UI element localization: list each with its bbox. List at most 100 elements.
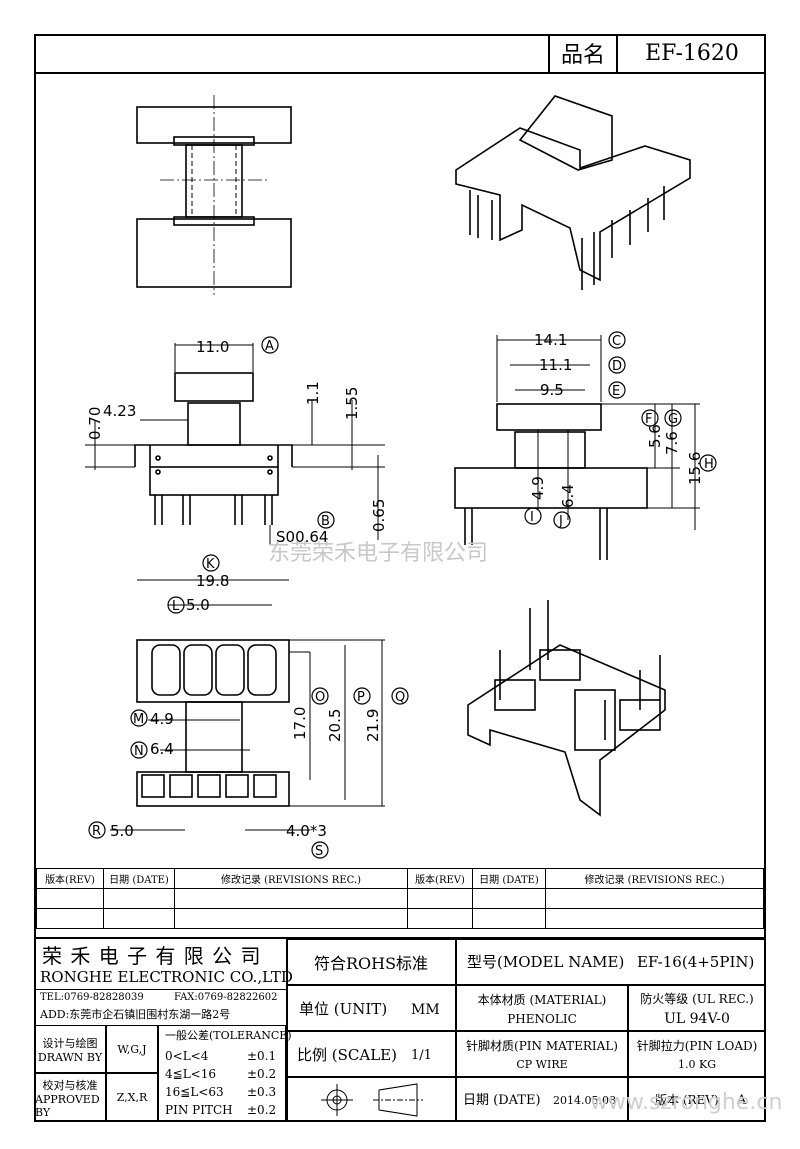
letter-E: E — [612, 384, 620, 399]
dim-K: 19.8 — [196, 572, 229, 590]
rev-col-1: 版本(REV) — [36, 868, 104, 889]
dim-E: 9.5 — [540, 381, 564, 399]
design-label: 设计与绘图 — [42, 1036, 98, 1050]
tol-range-3: PIN PITCH — [165, 1103, 233, 1117]
rev-col-5: 日期 (DATE) — [472, 868, 546, 889]
pin-material-label: 针脚材质(PIN MATERIAL) — [466, 1039, 618, 1053]
technical-drawing: 11.0 0.70 4.23 1.1 1.55 0.65 S00.64 14.1… — [85, 95, 717, 859]
dim-H: 15.6 — [686, 452, 704, 485]
company-fax: FAX:0769-82822602 — [174, 992, 278, 1003]
letter-R: R — [92, 824, 101, 839]
pin-load-label: 针脚拉力(PIN LOAD) — [636, 1039, 758, 1053]
letter-H: H — [704, 457, 714, 472]
part-name-box: 品名 EF-1620 — [548, 34, 766, 74]
company-name-en: RONGHE ELECTRONIC CO.,LTD — [40, 968, 293, 986]
dim-R: 5.0 — [110, 822, 134, 840]
dim-11: 1.1 — [304, 381, 322, 405]
dim-B: S00.64 — [276, 528, 328, 546]
unit-value: MM — [411, 1002, 440, 1018]
dim-S: 4.0*3 — [286, 822, 327, 840]
part-name-label: 品名 — [550, 34, 618, 72]
date-label: 日期 (DATE) — [463, 1093, 541, 1108]
revisions-table: 版本(REV) 日期 (DATE) 修改记录 (REVISIONS REC.) … — [36, 868, 764, 929]
dim-155: 1.55 — [343, 387, 361, 420]
fire-label: 防火等级 (UL REC.) — [640, 991, 754, 1006]
tol-val-1: ±0.2 — [247, 1067, 277, 1081]
model-value: EF-16(4+5PIN) — [637, 953, 755, 971]
tolerance-title: 一般公差(TOLERANCE) — [165, 1029, 292, 1042]
dim-065: 0.65 — [370, 499, 388, 532]
approved-value: Z,X,R — [106, 1073, 158, 1122]
dim-J: 6.4 — [559, 484, 577, 508]
scale-label: 比例 (SCALE) — [297, 1046, 397, 1064]
dim-C: 14.1 — [534, 331, 567, 349]
iso-view-bottom — [467, 600, 666, 817]
tol-val-0: ±0.1 — [247, 1049, 277, 1063]
letter-A: A — [265, 339, 274, 354]
letter-F: F — [645, 412, 652, 427]
model-label: 型号(MODEL NAME) — [467, 953, 625, 971]
letter-D: D — [612, 359, 622, 374]
letter-Q: Q — [395, 690, 405, 705]
dim-N: 6.4 — [150, 740, 174, 758]
letter-I: I — [530, 510, 534, 525]
drawn-value: W,G,J — [106, 1025, 158, 1073]
tolerance-box: 一般公差(TOLERANCE) 0<L<4 ±0.1 4≦L<16 ±0.2 1… — [158, 1025, 292, 1122]
check-label: 校对与核准 — [42, 1078, 98, 1092]
material-label: 本体材质 (MATERIAL) — [477, 992, 607, 1007]
dim-070: 0.70 — [86, 407, 104, 440]
letter-B: B — [321, 514, 330, 529]
projection-symbol — [286, 1077, 456, 1122]
dim-P: 20.5 — [326, 709, 344, 742]
rev-label: 版本 (REV) — [655, 1093, 719, 1107]
material-value: PHENOLIC — [507, 1011, 577, 1026]
bottom-view — [110, 579, 385, 831]
tol-range-2: 16≦L<63 — [165, 1085, 224, 1099]
approved-label: APPROVED BY — [35, 1092, 100, 1119]
dim-I: 4.9 — [529, 476, 547, 500]
letter-C: C — [612, 334, 621, 349]
tol-val-3: ±0.2 — [247, 1103, 277, 1117]
revisions-row — [36, 908, 764, 929]
revisions-header-row: 版本(REV) 日期 (DATE) 修改记录 (REVISIONS REC.) … — [36, 868, 764, 889]
tol-range-0: 0<L<4 — [165, 1049, 209, 1063]
letter-G: G — [668, 412, 678, 427]
header-rule — [34, 72, 548, 74]
front-view — [85, 343, 385, 545]
letter-O: O — [315, 690, 325, 705]
company-name-cn: 荣 禾 电 子 有 限 公 司 — [42, 944, 262, 968]
pin-load-value: 1.0 KG — [678, 1058, 716, 1071]
dim-Q: 21.9 — [364, 709, 382, 742]
tol-val-2: ±0.3 — [247, 1085, 277, 1099]
tol-range-1: 4≦L<16 — [165, 1067, 216, 1081]
title-block: 荣 禾 电 子 有 限 公 司 RONGHE ELECTRONIC CO.,LT… — [34, 937, 766, 1122]
company-tel: TEL:0769-82828039 — [40, 992, 144, 1003]
rev-col-4: 版本(REV) — [407, 868, 473, 889]
date-value: 2014.05.08 — [553, 1094, 616, 1107]
dim-D: 11.1 — [539, 356, 572, 374]
rev-col-6: 修改记录 (REVISIONS REC.) — [545, 868, 764, 889]
letter-J: J — [558, 514, 563, 529]
side-view — [454, 335, 700, 560]
letter-K: K — [206, 557, 215, 572]
part-number: EF-1620 — [645, 40, 739, 66]
rev-value: A — [737, 1093, 747, 1108]
letter-L: L — [172, 599, 180, 614]
site-watermark: www.szronghe.cn — [590, 1090, 783, 1115]
rev-col-3: 修改记录 (REVISIONS REC.) — [174, 868, 408, 889]
scale-value: 1/1 — [411, 1048, 432, 1063]
watermark-company: 东莞荣禾电子有限公司 — [268, 541, 488, 566]
revisions-row — [36, 888, 764, 909]
dim-O: 17.0 — [291, 707, 309, 740]
dim-M: 4.9 — [150, 710, 174, 728]
rev-col-2: 日期 (DATE) — [103, 868, 175, 889]
letter-P: P — [357, 690, 365, 705]
letter-M: M — [133, 712, 144, 727]
pin-material-value: CP WIRE — [516, 1058, 568, 1071]
dim-423: 4.23 — [103, 402, 136, 420]
iso-view-top — [455, 95, 691, 290]
letter-N: N — [134, 744, 144, 759]
company-address: ADD:东莞市企石镇旧围村东湖一路2号 — [40, 1008, 231, 1021]
projection-icon — [321, 1083, 423, 1117]
fire-value: UL 94V-0 — [664, 1010, 730, 1027]
